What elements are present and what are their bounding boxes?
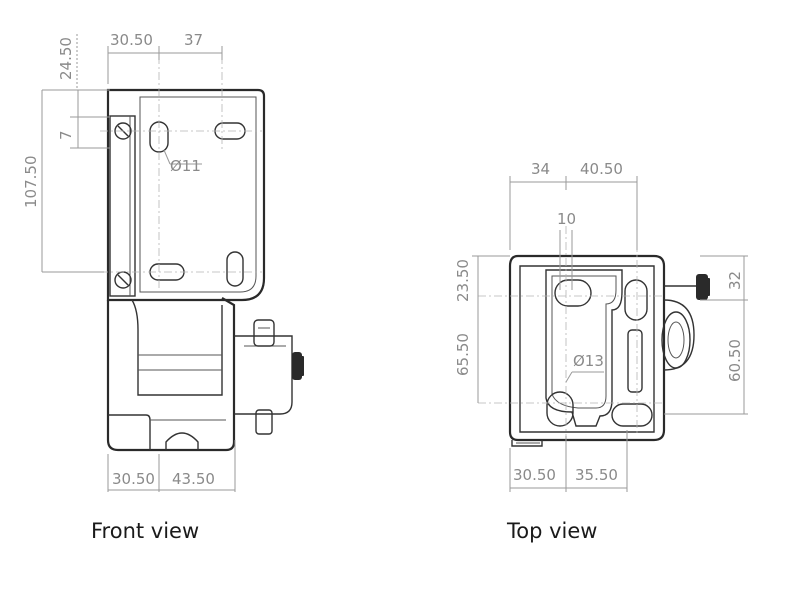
- top-dim-bottom-left: 30.50: [513, 466, 556, 484]
- top-dim-right-top: 32: [726, 271, 744, 290]
- top-dim-slot-width: 10: [557, 210, 576, 228]
- front-actuator-head: [234, 335, 293, 415]
- front-screw-bottom: [114, 271, 132, 289]
- front-dim-top: 30.50 37: [107, 31, 223, 84]
- top-actuator-roller-inner: [667, 321, 685, 359]
- top-dim-left: 23.50 65.50: [454, 255, 510, 403]
- top-dim-bottom-right: 35.50: [575, 466, 618, 484]
- front-slot-4: [226, 251, 244, 287]
- front-actuator-shaft-top: [253, 319, 275, 347]
- top-dim-left-bottom: 65.50: [454, 333, 472, 376]
- top-base-tab: [511, 440, 543, 447]
- top-slot-1: [554, 279, 592, 307]
- front-switch-body: [106, 297, 236, 452]
- front-knob-icon: [292, 352, 304, 380]
- front-body-base: [108, 414, 151, 450]
- top-dim-right: 32 60.50: [664, 255, 748, 415]
- front-body-inner: [131, 299, 223, 396]
- front-dim-top-right: 37: [184, 31, 203, 49]
- front-dim-hole: Ø11: [170, 157, 201, 175]
- top-actuator-roller: [661, 311, 691, 369]
- front-conduit-entry: [165, 432, 199, 450]
- top-outline: [508, 254, 666, 442]
- front-dim-bottom: 30.50 43.50: [107, 440, 236, 492]
- front-plate-inner: [139, 96, 257, 293]
- front-dim-bottom-right: 43.50: [172, 470, 215, 488]
- top-view-label: Top view: [506, 519, 597, 543]
- top-inner-frame: [545, 269, 623, 427]
- top-slot-4: [611, 403, 653, 427]
- top-dim-hole: Ø13: [573, 352, 604, 370]
- front-dim-left-tall: 107.50: [22, 156, 40, 209]
- front-view: 30.50 37 24.50 7 107.50 Ø11: [22, 31, 304, 543]
- top-view: 34 40.50 10 23.50 65.50 Ø13 32: [454, 160, 748, 543]
- top-dim-left-top: 23.50: [454, 259, 472, 302]
- top-slot-2: [624, 279, 648, 321]
- front-actuator-shaft-bottom: [255, 409, 273, 435]
- front-dim-left: 24.50 7 107.50: [22, 34, 110, 273]
- top-dim-slot: 10: [557, 210, 576, 290]
- top-dim-top-right: 40.50: [580, 160, 623, 178]
- front-rail: [109, 115, 136, 297]
- front-mounting-plate: [106, 88, 266, 302]
- front-dim-left-top: 24.50: [57, 37, 75, 80]
- top-dim-bottom: 30.50 35.50: [509, 430, 628, 492]
- top-dim-right-bottom: 60.50: [726, 339, 744, 382]
- top-inner-contour: [519, 265, 655, 433]
- top-side-slot: [627, 329, 643, 393]
- front-dim-top-left: 30.50: [110, 31, 153, 49]
- top-slot-3: [546, 391, 574, 427]
- front-dim-left-small: 7: [57, 130, 75, 140]
- front-view-label: Front view: [91, 519, 199, 543]
- top-knob-icon: [696, 274, 710, 300]
- top-dim-top: 34 40.50: [509, 160, 638, 250]
- front-hole-callout: Ø11: [163, 149, 202, 175]
- top-dim-top-left: 34: [531, 160, 550, 178]
- front-dim-bottom-left: 30.50: [112, 470, 155, 488]
- top-hole-callout: Ø13: [565, 352, 604, 383]
